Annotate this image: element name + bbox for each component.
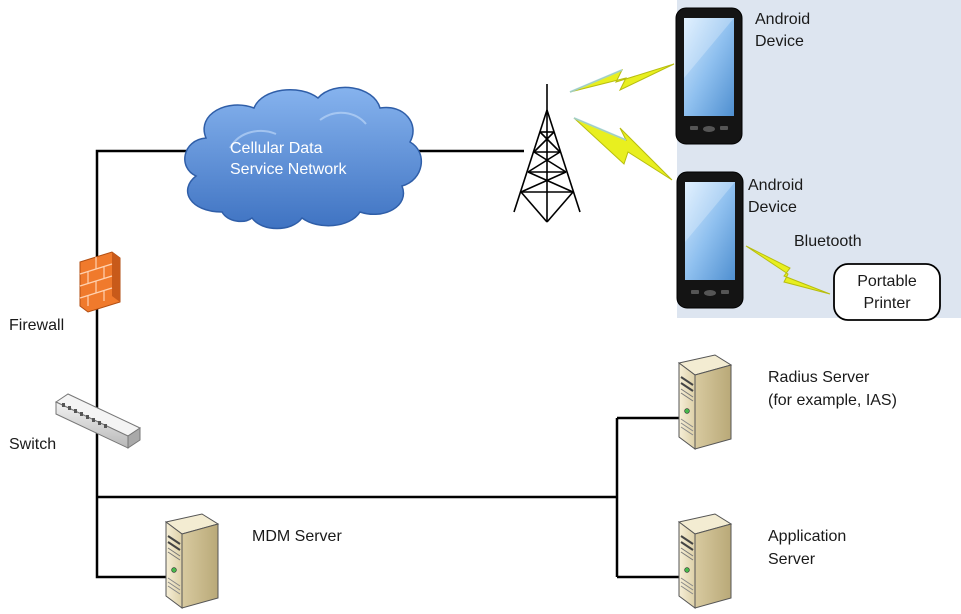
android-device-bottom-icon bbox=[676, 171, 744, 309]
firewall-icon bbox=[79, 251, 121, 313]
portable-printer-label-line1: Portable bbox=[857, 273, 917, 290]
cloud-label-line2: Service Network bbox=[230, 161, 347, 178]
switch-label: Switch bbox=[9, 436, 56, 453]
android-device-bottom-label-line2: Device bbox=[748, 199, 797, 216]
android-device-top-label-line1: Android bbox=[755, 11, 810, 28]
cloud-icon bbox=[184, 86, 423, 230]
android-device-top-label-line2: Device bbox=[755, 33, 804, 50]
mdm-server-label: MDM Server bbox=[252, 528, 342, 545]
radius-server-icon bbox=[678, 354, 732, 450]
portable-printer-label-line2: Printer bbox=[863, 295, 911, 312]
radius-server-label-line1: Radius Server bbox=[768, 369, 870, 386]
switch-icon bbox=[54, 393, 142, 449]
firewall-label: Firewall bbox=[9, 317, 64, 334]
mdm-server-icon bbox=[165, 513, 219, 609]
cloud-label-line1: Cellular Data bbox=[230, 140, 323, 157]
wireless-signal-icon-bottom bbox=[573, 117, 673, 181]
application-server-label-line2: Server bbox=[768, 551, 816, 568]
radius-server-label-line2: (for example, IAS) bbox=[768, 392, 897, 409]
android-device-top-icon bbox=[675, 7, 743, 145]
bluetooth-signal-icon bbox=[745, 245, 831, 295]
cell-tower-icon bbox=[513, 84, 581, 223]
application-server-icon bbox=[678, 513, 732, 609]
portable-printer-box bbox=[833, 263, 941, 321]
wireless-signal-icon-top bbox=[569, 63, 675, 93]
network-wires bbox=[95, 149, 680, 579]
wire-main-vertical bbox=[95, 149, 190, 579]
application-server-label-line1: Application bbox=[768, 528, 846, 545]
android-device-bottom-label-line1: Android bbox=[748, 177, 803, 194]
bluetooth-label: Bluetooth bbox=[794, 233, 862, 250]
